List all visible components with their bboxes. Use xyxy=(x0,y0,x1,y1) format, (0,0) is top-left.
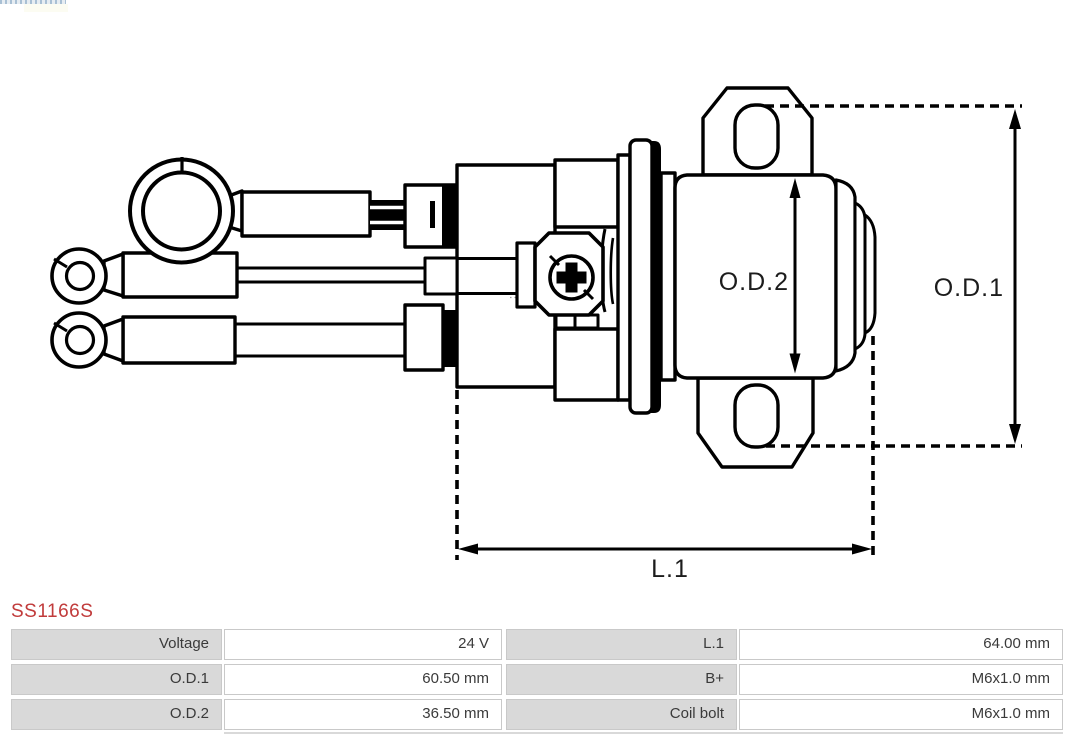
dimension-od2 xyxy=(789,178,801,374)
spec-label: O.D.1 xyxy=(11,664,222,695)
spec-value: M6x1.0 mm xyxy=(739,699,1063,730)
coil-terminal-screw xyxy=(510,231,605,317)
nose-ring-1 xyxy=(834,178,857,373)
spec-label: B+ xyxy=(506,664,737,695)
dimension-label-l1: L.1 xyxy=(651,555,689,583)
dimension-label-od2: O.D.2 xyxy=(719,268,789,296)
mounting-bracket-top xyxy=(701,86,814,177)
spec-value: 36.50 mm xyxy=(224,699,502,730)
spec-table-row: O.D.2 36.50 mm Coil bolt M6x1.0 mm xyxy=(11,699,1063,730)
dimension-l1 xyxy=(455,336,875,560)
lead-b-plus xyxy=(240,183,460,249)
coil-connector-block xyxy=(403,303,458,372)
part-number: SS1166S xyxy=(11,601,94,622)
spec-label: O.D.2 xyxy=(11,699,222,730)
spec-value: 64.00 mm xyxy=(739,629,1063,660)
spec-label: L.1 xyxy=(506,629,737,660)
dimension-od1 xyxy=(765,104,1022,448)
table-next-row-sliver xyxy=(224,732,1063,734)
brand-logo-remnant xyxy=(0,0,66,4)
ring-terminal-large xyxy=(128,157,244,265)
flange-assembly xyxy=(616,138,677,415)
brand-logo-remnant-shadow xyxy=(24,4,68,12)
mounting-bracket-bottom xyxy=(696,376,815,469)
spec-value: M6x1.0 mm xyxy=(739,664,1063,695)
spec-value: 24 V xyxy=(224,629,502,660)
ring-terminal-upper xyxy=(50,247,125,305)
spec-label: Coil bolt xyxy=(506,699,737,730)
spec-table-row: Voltage 24 V L.1 64.00 mm xyxy=(11,629,1063,660)
wire-lower xyxy=(121,315,405,365)
ring-terminal-lower xyxy=(50,311,125,369)
nose-ring-3 xyxy=(863,213,877,335)
dimension-label-od1: O.D.1 xyxy=(934,274,1004,302)
spec-table-row: O.D.1 60.50 mm B+ M6x1.0 mm xyxy=(11,664,1063,695)
spec-label: Voltage xyxy=(11,629,222,660)
spec-value: 60.50 mm xyxy=(224,664,502,695)
